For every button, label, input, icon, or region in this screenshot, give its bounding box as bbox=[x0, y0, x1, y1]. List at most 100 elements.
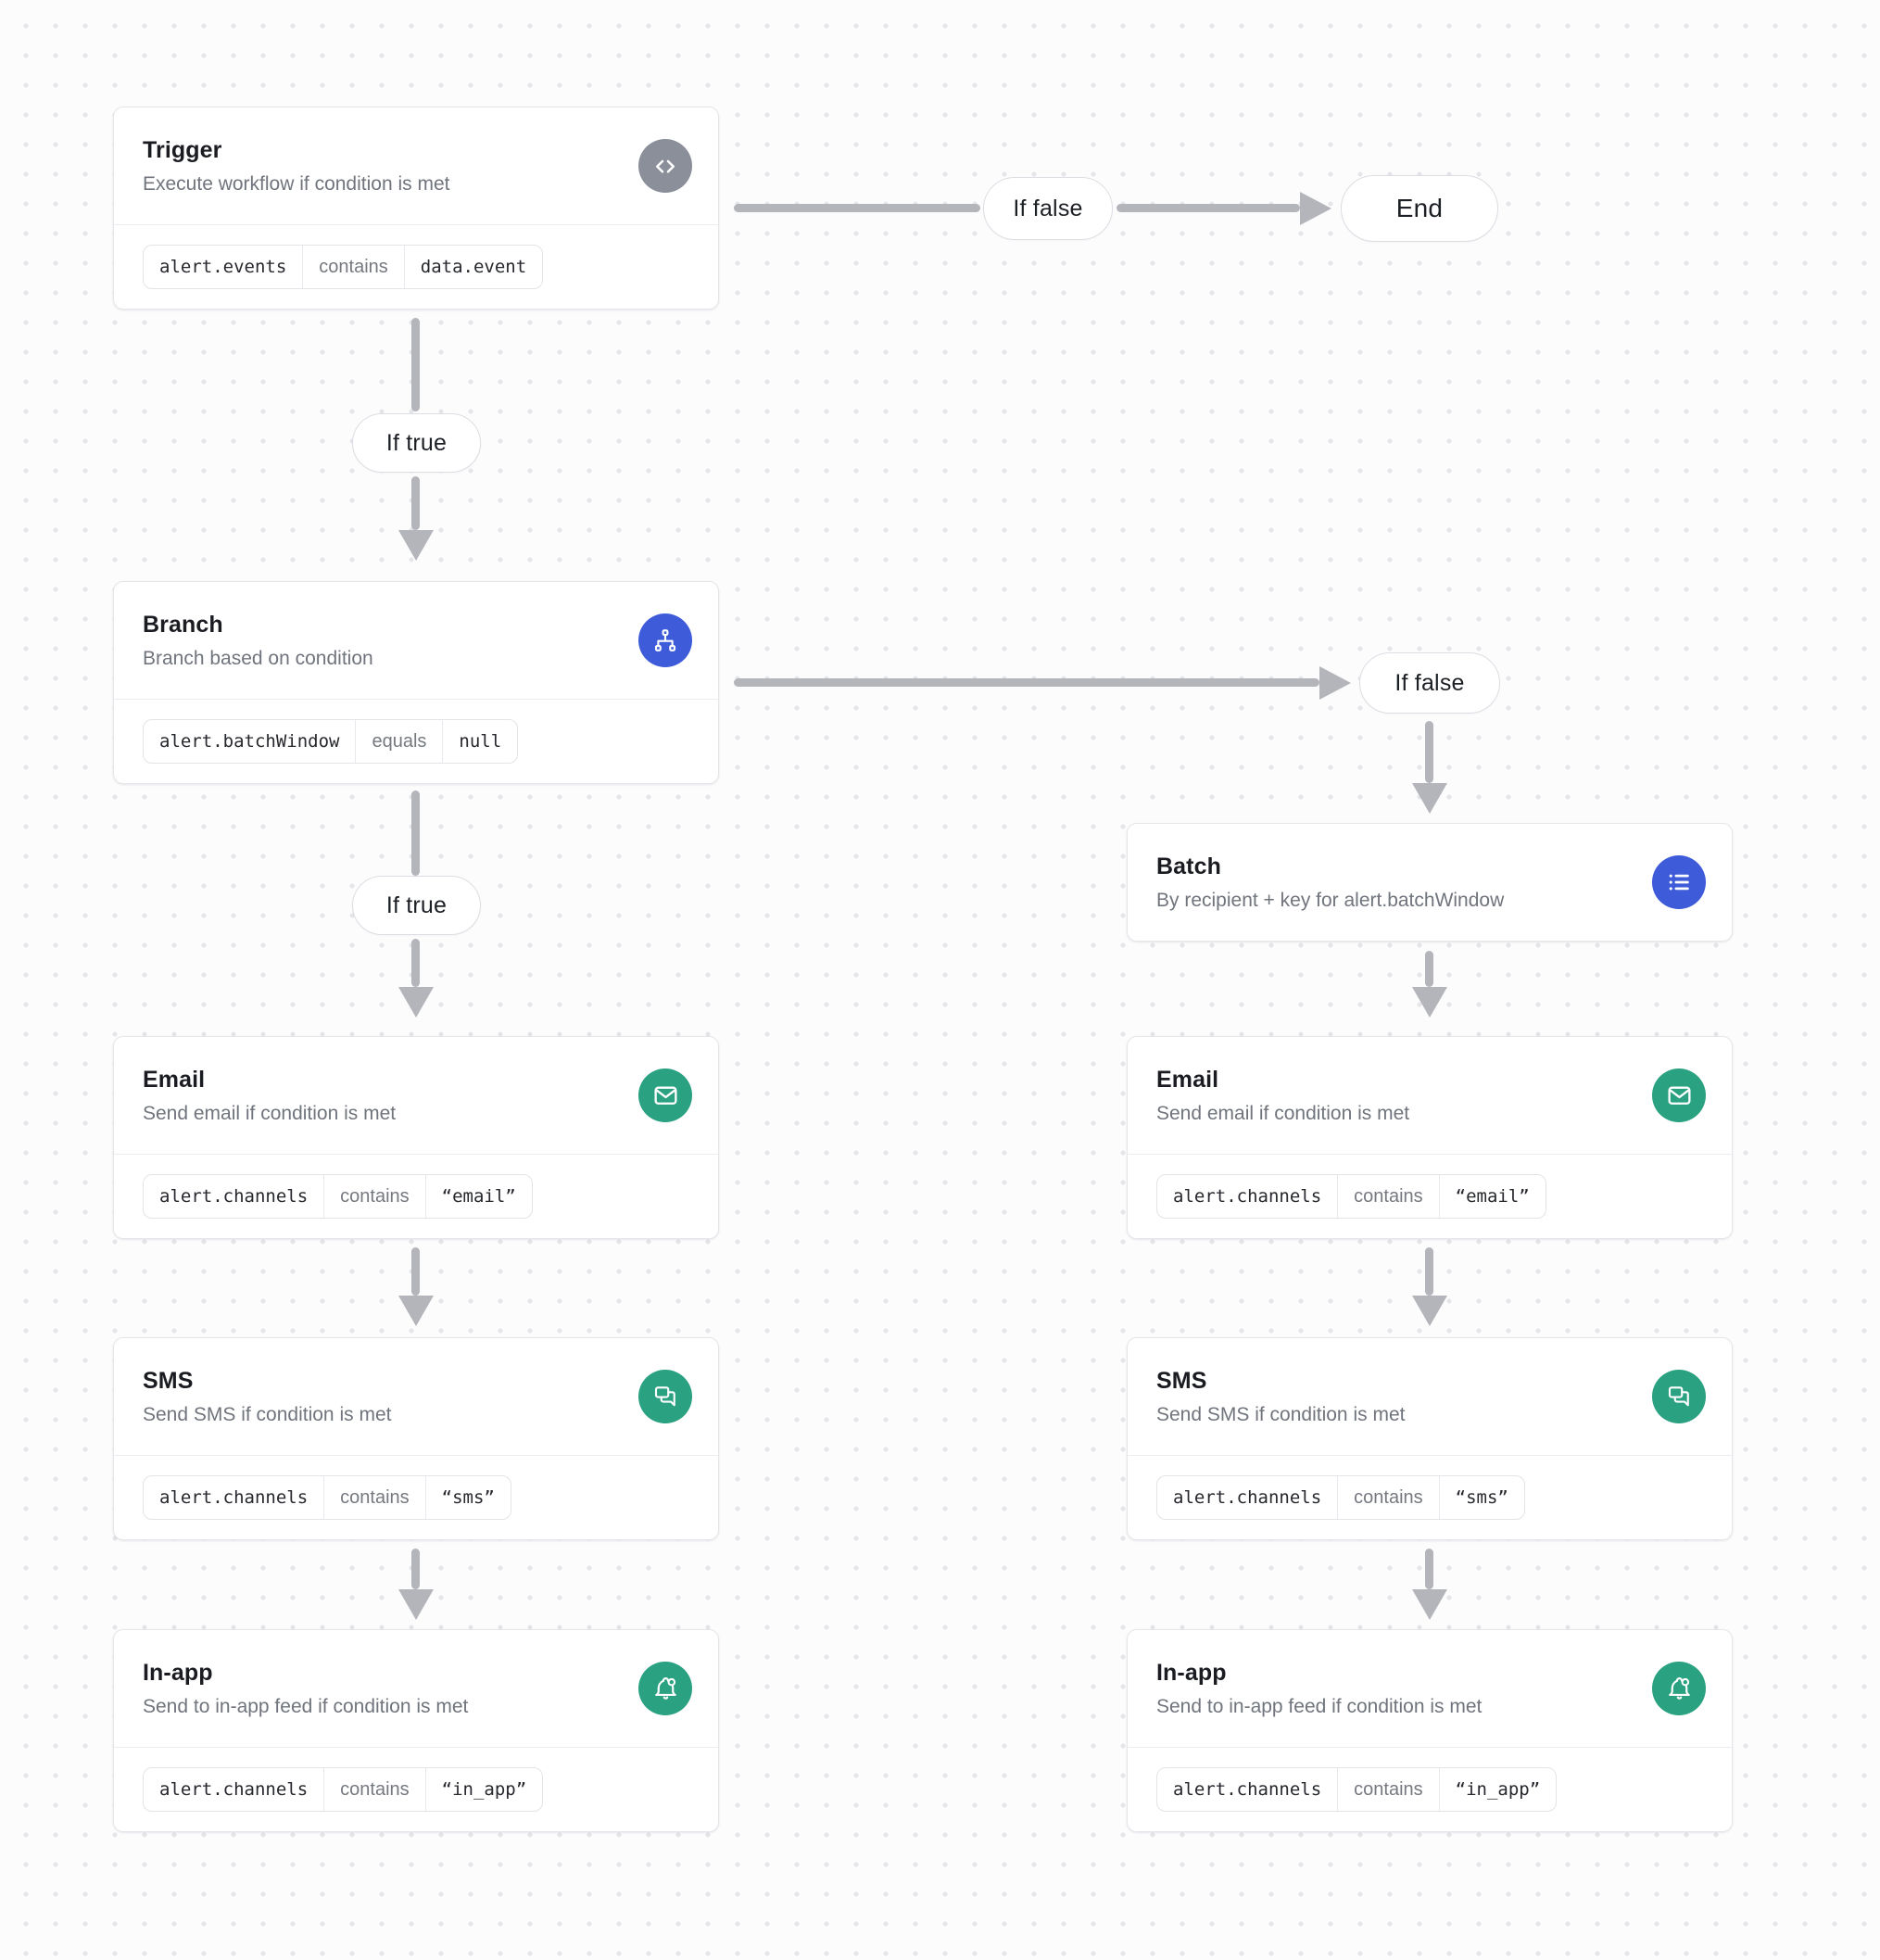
arrow-head-down bbox=[398, 987, 434, 1018]
node-trigger[interactable]: Trigger Execute workflow if condition is… bbox=[113, 107, 719, 310]
node-title: In-app bbox=[1156, 1659, 1227, 1686]
node-condition: alert.batchWindow equals null bbox=[114, 699, 718, 783]
condition-field: alert.channels bbox=[159, 1779, 309, 1800]
mail-icon bbox=[638, 1069, 692, 1122]
condition-field: alert.channels bbox=[1173, 1487, 1322, 1508]
condition-value: “in_app” bbox=[424, 1768, 543, 1811]
condition-operator: contains bbox=[323, 1768, 425, 1811]
edge-sms-inapp-line bbox=[1425, 1549, 1433, 1589]
node-email-right[interactable]: Email Send email if condition is met ale… bbox=[1127, 1036, 1733, 1239]
node-in-app-right[interactable]: In-app Send to in-app feed if condition … bbox=[1127, 1629, 1733, 1832]
node-condition: alert.channels contains “email” bbox=[1128, 1154, 1732, 1238]
node-batch[interactable]: Batch By recipient + key for alert.batch… bbox=[1127, 823, 1733, 942]
condition-value: “email” bbox=[424, 1175, 532, 1218]
node-branch[interactable]: Branch Branch based on condition alert.b… bbox=[113, 581, 719, 784]
chat-icon bbox=[1652, 1370, 1706, 1423]
condition-operator: contains bbox=[323, 1175, 425, 1218]
node-subtitle: Send email if condition is met bbox=[1156, 1102, 1410, 1124]
condition-chip: alert.channels contains “sms” bbox=[143, 1475, 511, 1520]
arrow-head-down bbox=[398, 1589, 434, 1620]
node-header: Trigger Execute workflow if condition is… bbox=[114, 107, 718, 224]
edge-trigger-iftrue-line bbox=[411, 318, 420, 411]
node-title: SMS bbox=[143, 1367, 194, 1394]
node-title: Email bbox=[1156, 1066, 1219, 1093]
node-title: In-app bbox=[143, 1659, 213, 1686]
condition-value: “email” bbox=[1438, 1175, 1546, 1218]
condition-chip: alert.batchWindow equals null bbox=[143, 719, 519, 764]
node-title: Branch bbox=[143, 611, 223, 638]
edge-label-if-false-right: If false bbox=[1359, 652, 1500, 714]
node-in-app-left[interactable]: In-app Send to in-app feed if condition … bbox=[113, 1629, 719, 1832]
condition-field: alert.channels bbox=[1173, 1779, 1322, 1800]
node-title: SMS bbox=[1156, 1367, 1207, 1394]
node-condition: alert.channels contains “email” bbox=[114, 1154, 718, 1238]
edge-email-sms-line bbox=[411, 1247, 420, 1296]
condition-operator: contains bbox=[323, 1476, 425, 1519]
node-header: In-app Send to in-app feed if condition … bbox=[1128, 1630, 1732, 1747]
edge-batch-email-line bbox=[1425, 951, 1433, 987]
node-header: Batch By recipient + key for alert.batch… bbox=[1128, 824, 1732, 941]
node-subtitle: Branch based on condition bbox=[143, 647, 373, 669]
node-condition: alert.events contains data.event bbox=[114, 224, 718, 309]
node-subtitle: Send SMS if condition is met bbox=[143, 1403, 392, 1425]
condition-field: alert.channels bbox=[159, 1487, 309, 1508]
condition-value: data.event bbox=[403, 246, 542, 288]
arrow-head-down bbox=[398, 530, 434, 561]
node-subtitle: Execute workflow if condition is met bbox=[143, 172, 450, 195]
list-icon bbox=[1652, 855, 1706, 909]
edge-iftrue-branch-line bbox=[411, 476, 420, 530]
node-subtitle: Send SMS if condition is met bbox=[1156, 1403, 1406, 1425]
condition-chip: alert.channels contains “email” bbox=[143, 1174, 533, 1219]
end-node: End bbox=[1341, 175, 1498, 242]
condition-operator: contains bbox=[1337, 1768, 1439, 1811]
node-header: Branch Branch based on condition bbox=[114, 582, 718, 699]
edge-iftrue-email-line bbox=[411, 939, 420, 987]
node-header: Email Send email if condition is met bbox=[114, 1037, 718, 1154]
node-sms-left[interactable]: SMS Send SMS if condition is met alert.c… bbox=[113, 1337, 719, 1540]
condition-chip: alert.channels contains “email” bbox=[1156, 1174, 1546, 1219]
condition-chip: alert.channels contains “in_app” bbox=[1156, 1767, 1558, 1812]
condition-chip: alert.events contains data.event bbox=[143, 245, 544, 289]
condition-value: “sms” bbox=[1438, 1476, 1524, 1519]
node-subtitle: Send to in-app feed if condition is met bbox=[1156, 1695, 1483, 1717]
arrow-head-down bbox=[398, 1296, 434, 1326]
condition-operator: contains bbox=[1337, 1175, 1439, 1218]
condition-field: alert.channels bbox=[159, 1186, 309, 1207]
arrow-head-right bbox=[1300, 192, 1331, 225]
node-subtitle: Send email if condition is met bbox=[143, 1102, 397, 1124]
arrow-head-right bbox=[1319, 666, 1351, 700]
edge-iffalse-end-line bbox=[1117, 204, 1300, 212]
mail-icon bbox=[1652, 1069, 1706, 1122]
chat-icon bbox=[638, 1370, 692, 1423]
node-subtitle: By recipient + key for alert.batchWindow bbox=[1156, 889, 1505, 911]
edge-iffalse-batch-line bbox=[1425, 721, 1433, 783]
condition-value: “sms” bbox=[424, 1476, 511, 1519]
node-header: SMS Send SMS if condition is met bbox=[1128, 1338, 1732, 1455]
edge-branch-iffalse-line bbox=[734, 678, 1319, 687]
condition-field: alert.events bbox=[159, 257, 287, 277]
edge-label-if-false-top: If false bbox=[983, 177, 1113, 240]
node-condition: alert.channels contains “sms” bbox=[114, 1455, 718, 1539]
condition-value: “in_app” bbox=[1438, 1768, 1557, 1811]
node-title: Email bbox=[143, 1066, 206, 1093]
node-sms-right[interactable]: SMS Send SMS if condition is met alert.c… bbox=[1127, 1337, 1733, 1540]
node-condition: alert.channels contains “in_app” bbox=[114, 1747, 718, 1831]
node-title: Trigger bbox=[143, 136, 222, 163]
bell-dot-icon bbox=[638, 1662, 692, 1715]
arrow-head-down bbox=[1412, 1589, 1447, 1620]
bell-dot-icon bbox=[1652, 1662, 1706, 1715]
node-header: SMS Send SMS if condition is met bbox=[114, 1338, 718, 1455]
node-condition: alert.channels contains “in_app” bbox=[1128, 1747, 1732, 1831]
condition-chip: alert.channels contains “sms” bbox=[1156, 1475, 1525, 1520]
branch-icon bbox=[638, 613, 692, 667]
arrow-head-down bbox=[1412, 783, 1447, 814]
edge-trigger-iffalse-line bbox=[734, 204, 980, 212]
edge-branch-iftrue-line bbox=[411, 790, 420, 876]
node-email-left[interactable]: Email Send email if condition is met ale… bbox=[113, 1036, 719, 1239]
edge-label-if-true-1: If true bbox=[352, 413, 481, 473]
condition-value: null bbox=[442, 720, 517, 763]
node-header: Email Send email if condition is met bbox=[1128, 1037, 1732, 1154]
node-condition: alert.channels contains “sms” bbox=[1128, 1455, 1732, 1539]
code-icon bbox=[638, 139, 692, 193]
